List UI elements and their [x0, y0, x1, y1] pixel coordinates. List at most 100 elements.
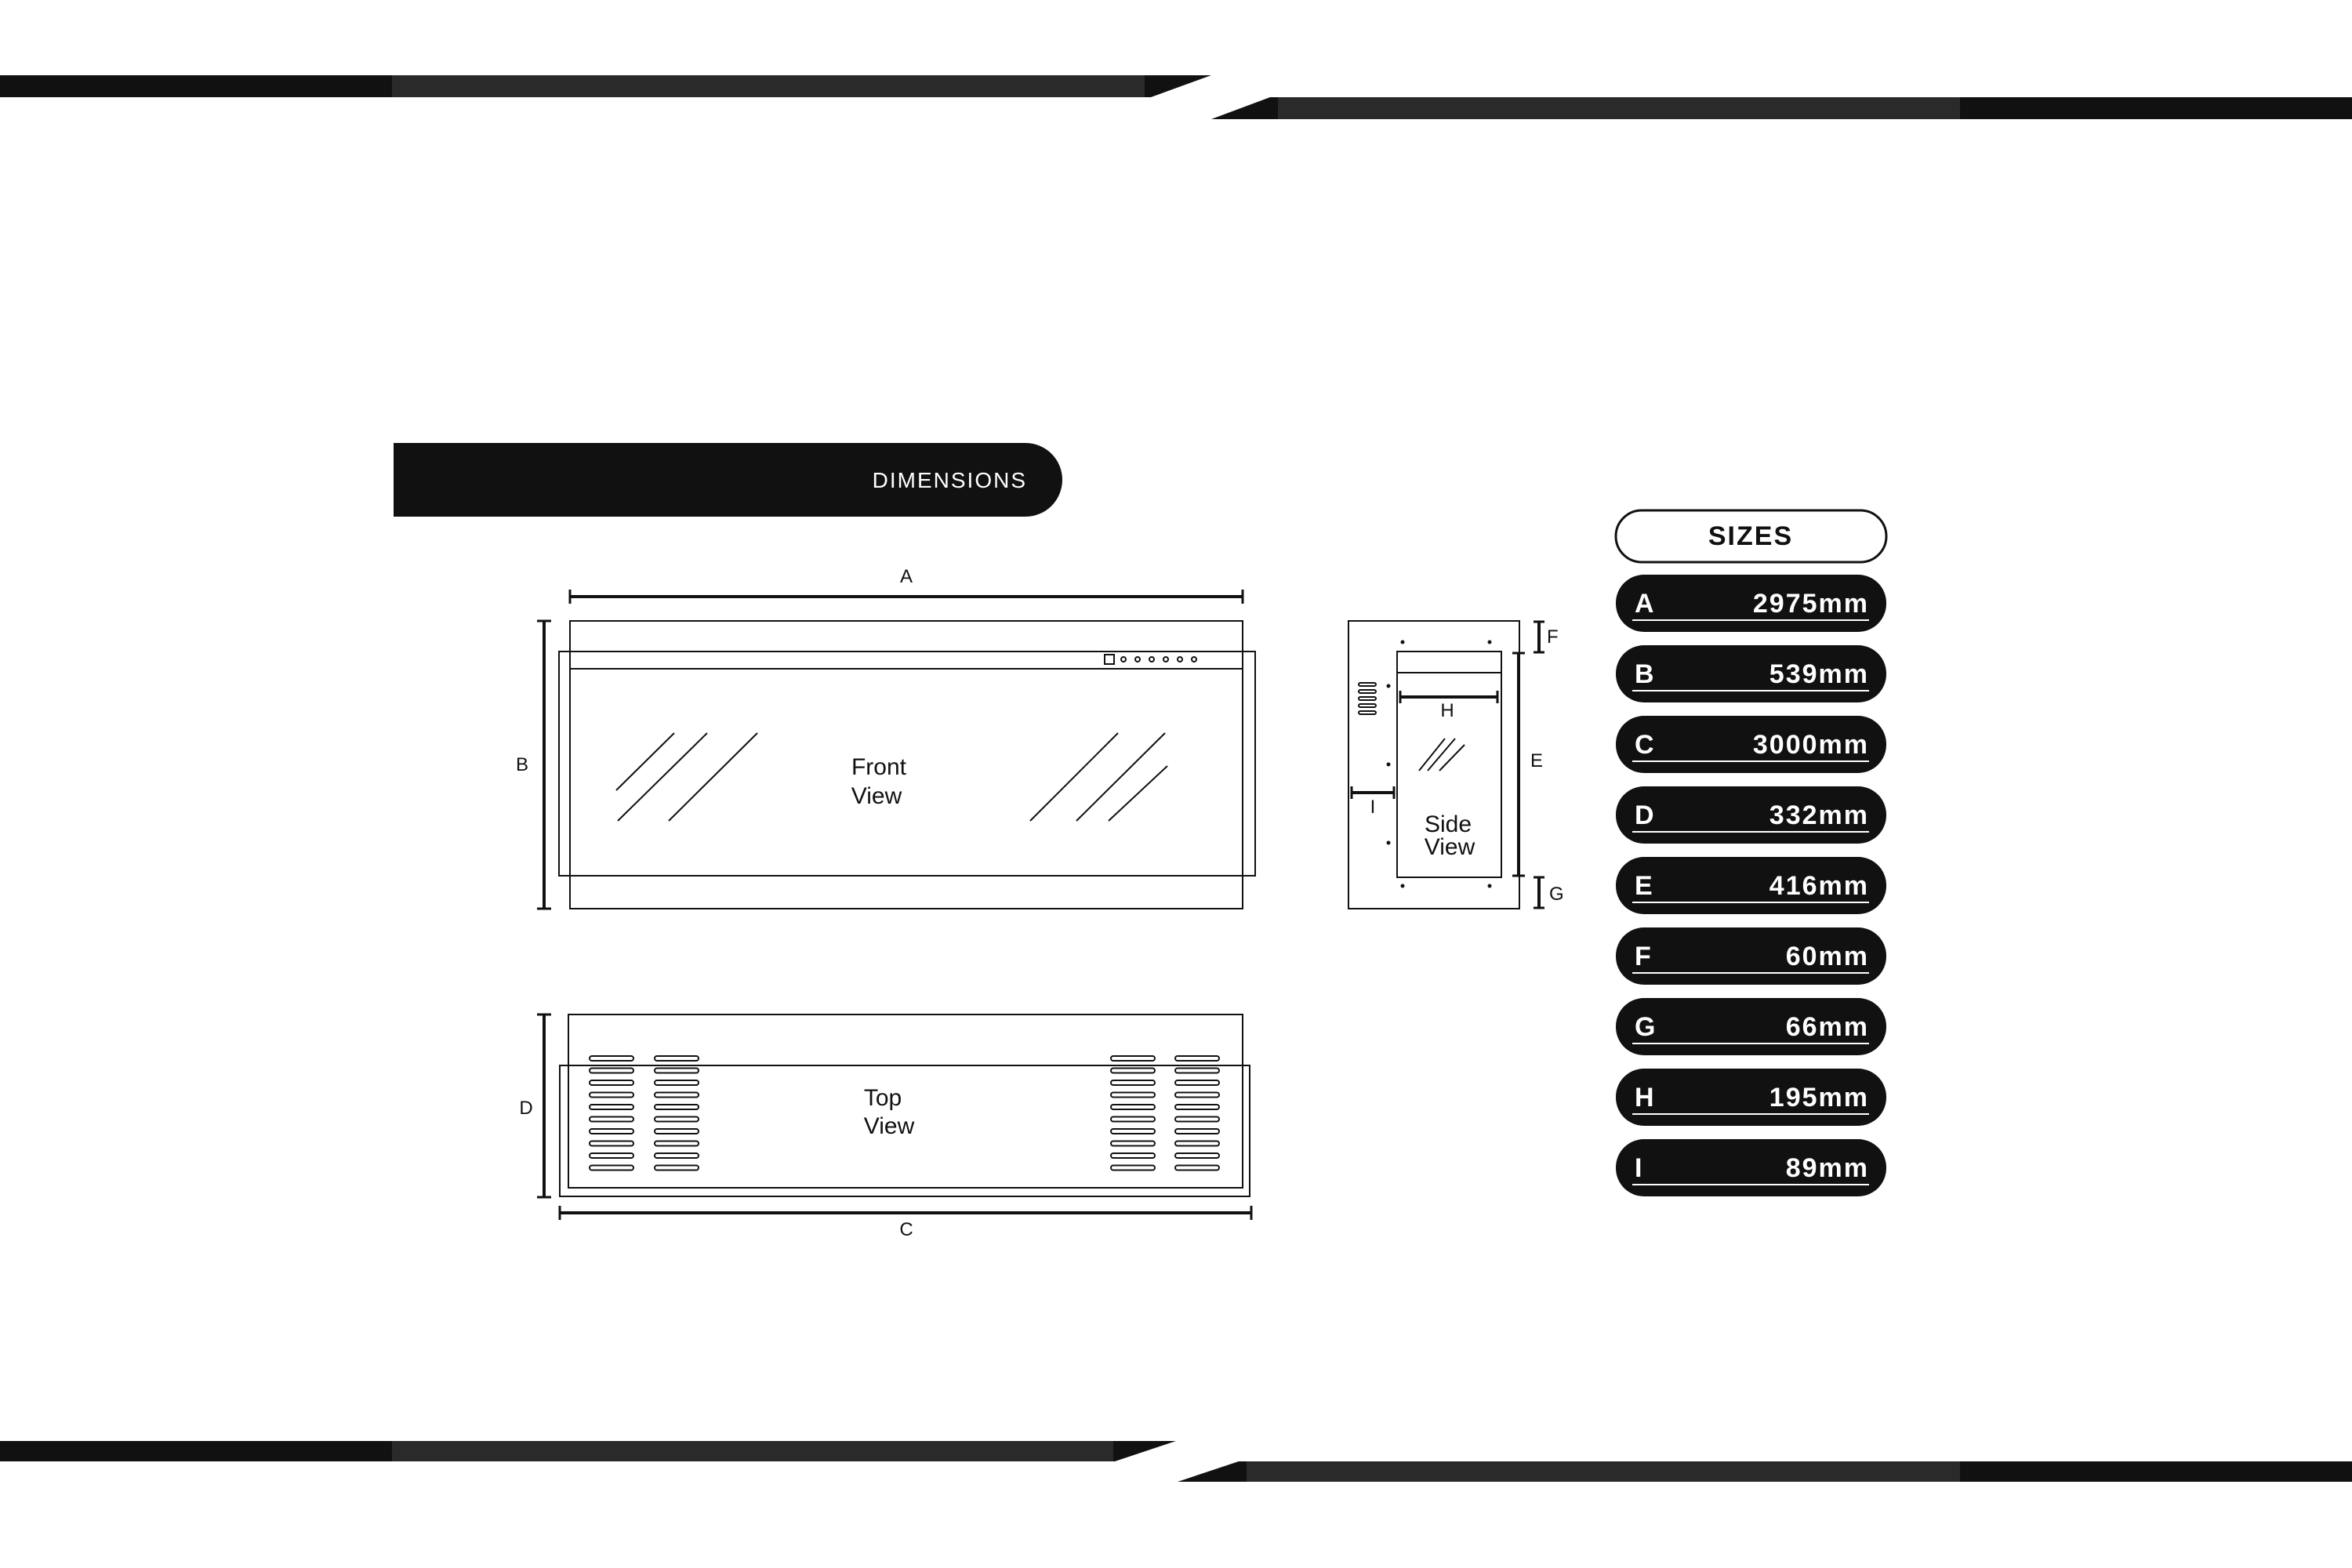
size-row-letter: F: [1635, 942, 1651, 971]
dimension-d-line: [537, 1013, 551, 1199]
top-view-drawing: [559, 1014, 1250, 1197]
vent-slat: [1110, 1128, 1156, 1134]
vent-slat: [1110, 1091, 1156, 1098]
dimension-f-line: [1534, 620, 1544, 654]
size-row-letter: H: [1635, 1083, 1654, 1112]
vent-slat: [1174, 1091, 1220, 1098]
size-row-pill: [1616, 786, 1886, 844]
size-row-pill: [1616, 1069, 1886, 1126]
size-row-a: A 2975mm: [1616, 575, 1886, 632]
vent-slat: [1110, 1152, 1156, 1159]
dimension-b-line: [537, 619, 551, 910]
top-view-label-line2: View: [864, 1113, 915, 1139]
dimension-e-line: [1512, 652, 1525, 877]
vent-slat: [1110, 1140, 1156, 1147]
vent-slat: [1110, 1055, 1156, 1062]
vent-slat: [1174, 1067, 1220, 1074]
size-row-value: 60mm: [1786, 942, 1869, 971]
vent-slat: [589, 1116, 634, 1123]
size-row-value: 89mm: [1786, 1153, 1869, 1183]
vent-slat: [589, 1152, 634, 1159]
size-row-letter: A: [1635, 589, 1654, 619]
vent-slat: [654, 1164, 699, 1171]
vent-slat: [1174, 1104, 1220, 1110]
side-view-marks: [1386, 640, 1492, 888]
size-row-value: 66mm: [1786, 1012, 1869, 1042]
dimension-a-label: A: [900, 566, 913, 587]
size-row-value: 416mm: [1769, 871, 1869, 901]
front-view-label-line1: Front: [851, 754, 907, 780]
vent-slat: [1110, 1116, 1156, 1123]
vent-slat: [589, 1080, 634, 1086]
size-row-pill: [1616, 998, 1886, 1055]
vent-slat: [589, 1055, 634, 1062]
vent-slat: [589, 1067, 634, 1074]
size-row-value: 3000mm: [1753, 730, 1869, 760]
size-row-letter: E: [1635, 871, 1653, 901]
size-row-pill: [1616, 645, 1886, 702]
side-view-label-line2: View: [1425, 834, 1475, 860]
sizes-title-pill: [1614, 509, 1888, 564]
vent-slat: [1174, 1128, 1220, 1134]
vent-slat: [654, 1055, 699, 1062]
front-view-label-line2: View: [851, 783, 902, 809]
vent-slat: [1110, 1164, 1156, 1171]
vent-slat: [589, 1104, 634, 1110]
size-row-c: C 3000mm: [1616, 716, 1886, 773]
dimension-e-label: E: [1530, 750, 1543, 771]
top-view-vents: [589, 1055, 1220, 1171]
size-row-pill: [1616, 1139, 1886, 1196]
vent-slat: [654, 1067, 699, 1074]
dimension-d-label: D: [519, 1098, 532, 1119]
size-row-letter: I: [1635, 1153, 1642, 1183]
vent-slat: [589, 1128, 634, 1134]
size-row-value: 195mm: [1769, 1083, 1869, 1112]
vent-slat: [654, 1091, 699, 1098]
dimension-a-line: [568, 590, 1244, 604]
dimension-h-label: H: [1440, 700, 1454, 721]
vent-slat: [654, 1104, 699, 1110]
size-row-value: 2975mm: [1753, 589, 1869, 619]
dimension-i-label: I: [1370, 797, 1376, 818]
vent-slat: [1174, 1140, 1220, 1147]
vent-slat: [654, 1080, 699, 1086]
size-row-e: E 416mm: [1616, 857, 1886, 914]
dimension-b-label: B: [516, 754, 528, 775]
size-row-pill: [1616, 857, 1886, 914]
vent-slat: [1110, 1104, 1156, 1110]
vent-slat: [1110, 1067, 1156, 1074]
side-view-label-line1: Side: [1425, 811, 1472, 837]
side-view-drawing: [1348, 620, 1520, 909]
vent-slat: [654, 1116, 699, 1123]
vent-slat: [589, 1164, 634, 1171]
vent-slat: [654, 1152, 699, 1159]
dimension-c-label: C: [899, 1219, 913, 1240]
dimension-h-line: [1399, 691, 1499, 703]
size-row-letter: C: [1635, 730, 1654, 760]
vent-slat: [1174, 1116, 1220, 1123]
vent-slat: [1174, 1055, 1220, 1062]
dimension-g-label: G: [1549, 884, 1564, 905]
vent-slat: [1174, 1164, 1220, 1171]
size-row-value: 332mm: [1769, 800, 1869, 830]
vent-slat: [1110, 1080, 1156, 1086]
vent-slat: [654, 1140, 699, 1147]
size-row-pill: [1616, 927, 1886, 985]
dimension-f-label: F: [1547, 626, 1559, 648]
top-view-label-line1: Top: [864, 1085, 902, 1111]
size-row-value: 539mm: [1769, 659, 1869, 689]
sizes-title: SIZES: [1708, 521, 1793, 551]
size-row-h: H 195mm: [1616, 1069, 1886, 1126]
top-decorative-bars: [0, 75, 2352, 119]
dimension-c-line: [558, 1206, 1253, 1220]
size-row-pill: [1616, 716, 1886, 773]
size-row-f: F 60mm: [1616, 927, 1886, 985]
vent-slat: [589, 1140, 634, 1147]
vent-slat: [1174, 1152, 1220, 1159]
